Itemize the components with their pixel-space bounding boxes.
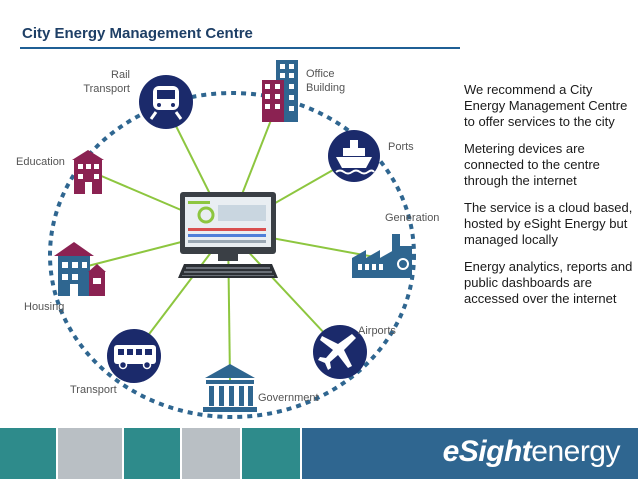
central-computer-icon <box>178 192 278 278</box>
office-building-icon <box>262 60 298 122</box>
brand-logo-part1: eSight <box>442 435 532 468</box>
recommendation-list: We recommend a City Energy Management Ce… <box>464 82 634 318</box>
label-government: Government <box>258 392 319 404</box>
school-icon <box>72 150 104 194</box>
label-housing: Housing <box>24 301 65 313</box>
airplane-icon <box>313 325 367 379</box>
rail-transport-icon <box>139 75 193 129</box>
ship-icon <box>328 130 380 182</box>
bus-icon <box>107 329 161 383</box>
energy-network-diagram <box>48 60 416 419</box>
factory-icon <box>352 234 412 278</box>
government-building-icon <box>203 364 257 412</box>
recommendation-item: We recommend a City Energy Management Ce… <box>464 82 628 129</box>
network-ring <box>48 91 416 419</box>
label-rail-transport: Rail Transport <box>83 69 130 95</box>
brand-logo: eSightenergy <box>442 435 621 469</box>
recommendation-item: The service is a cloud based, hosted by … <box>464 200 633 247</box>
label-generation: Generation <box>385 212 440 224</box>
label-airports: Airports <box>358 325 396 337</box>
brand-logo-part2: energy <box>531 435 620 468</box>
label-education: Education <box>16 156 65 168</box>
title-divider <box>20 47 460 49</box>
label-transport: Transport <box>70 384 117 396</box>
house-icon <box>54 242 106 296</box>
recommendation-item: Energy analytics, reports and public das… <box>464 259 633 306</box>
recommendation-item: Metering devices are connected to the ce… <box>464 141 600 188</box>
label-office-building: Office Building <box>306 68 346 94</box>
page-title: City Energy Management Centre <box>22 25 253 42</box>
label-ports: Ports <box>388 141 414 153</box>
footer-bar <box>0 428 638 479</box>
